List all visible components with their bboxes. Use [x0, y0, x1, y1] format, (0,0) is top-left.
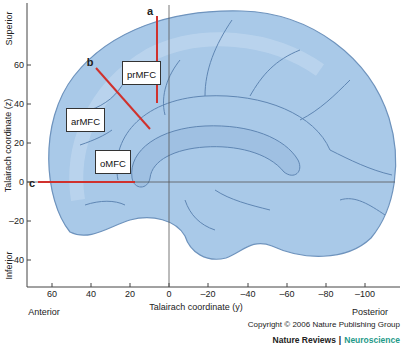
region-name: prMFC [127, 69, 156, 80]
tick-value: 40 [86, 290, 96, 299]
axis-direction: Inferior [5, 251, 14, 279]
tick-value: 0 [166, 290, 171, 299]
line-letter: a [147, 6, 153, 17]
region-box: oMFC [95, 150, 131, 174]
journal-name: Nature Reviews [273, 335, 336, 345]
tick-value: –20 [9, 217, 24, 226]
tick-value: –60 [279, 290, 294, 299]
tick-value: 20 [14, 139, 24, 148]
tick-value: 40 [14, 100, 24, 109]
axis-title: Talairach coordinate (z) [5, 98, 14, 192]
journal-section: Neuroscience [344, 335, 400, 345]
region-box: prMFC [122, 61, 161, 85]
region-name: oMFC [100, 158, 126, 169]
axis-title: Talairach coordinate (y) [149, 303, 243, 312]
tick-value: –80 [318, 290, 333, 299]
region-name: arMFC [71, 116, 100, 127]
journal-line: Nature Reviews|Neuroscience [270, 336, 400, 345]
line-letter: c [29, 178, 35, 189]
copyright-note: Copyright © 2006 Nature Publishing Group [248, 321, 400, 329]
tick-value: 0 [19, 178, 24, 187]
journal-separator: | [339, 335, 341, 345]
tick-value: –100 [355, 290, 375, 299]
axis-direction: Superior [5, 11, 14, 45]
tick-value: 60 [14, 61, 24, 70]
axis-direction: Anterior [28, 308, 60, 317]
tick-value: 60 [47, 290, 57, 299]
region-box: arMFC [66, 108, 105, 132]
tick-value: –20 [200, 290, 215, 299]
axis-direction: Posterior [352, 308, 388, 317]
tick-value: –40 [240, 290, 255, 299]
tick-value: 20 [125, 290, 135, 299]
line-letter: b [87, 57, 94, 68]
